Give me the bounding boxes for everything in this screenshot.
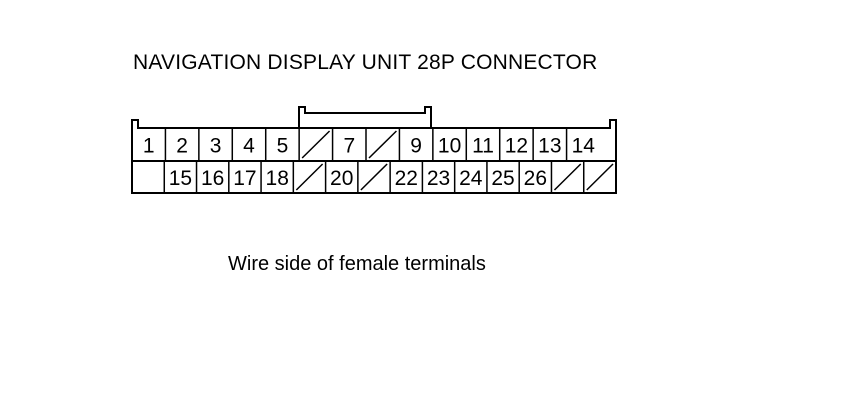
terminal-number: 2	[176, 135, 188, 158]
terminal-number: 11	[472, 135, 494, 158]
terminal-number: 7	[343, 135, 355, 158]
terminal-number: 10	[438, 135, 461, 158]
terminal-number: 9	[410, 135, 422, 158]
terminal-number: 22	[395, 167, 418, 190]
terminal-number: 12	[505, 135, 528, 158]
bottom-terminal-row: 15 16 17 18 20 22 23 24 25 26	[163, 161, 614, 193]
terminal-number: 25	[491, 167, 514, 190]
terminal-number: 17	[233, 167, 256, 190]
empty-cavity-mark	[360, 163, 388, 191]
empty-cavity-mark	[553, 163, 582, 191]
terminal-number: 18	[266, 167, 289, 190]
terminal-number: 16	[201, 167, 224, 190]
empty-cavity-mark	[301, 130, 331, 159]
terminal-number: 1	[143, 135, 155, 158]
terminal-number: 3	[210, 135, 222, 158]
terminal-number: 5	[277, 135, 289, 158]
terminal-number: 26	[524, 167, 547, 190]
terminal-number: 14	[572, 135, 596, 158]
terminal-number: 4	[243, 135, 255, 158]
empty-cavity-mark	[295, 163, 324, 191]
connector-caption: Wire side of female terminals	[228, 253, 486, 275]
connector-title: NAVIGATION DISPLAY UNIT 28P CONNECTOR	[133, 51, 598, 74]
empty-cavity-mark	[586, 163, 614, 191]
terminal-number: 24	[459, 167, 483, 190]
terminal-number: 13	[538, 135, 561, 158]
terminal-number: 23	[427, 167, 450, 190]
empty-cavity-mark	[368, 130, 397, 159]
terminal-number: 15	[169, 167, 192, 190]
connector-housing	[131, 106, 617, 194]
terminal-number: 20	[330, 167, 353, 190]
